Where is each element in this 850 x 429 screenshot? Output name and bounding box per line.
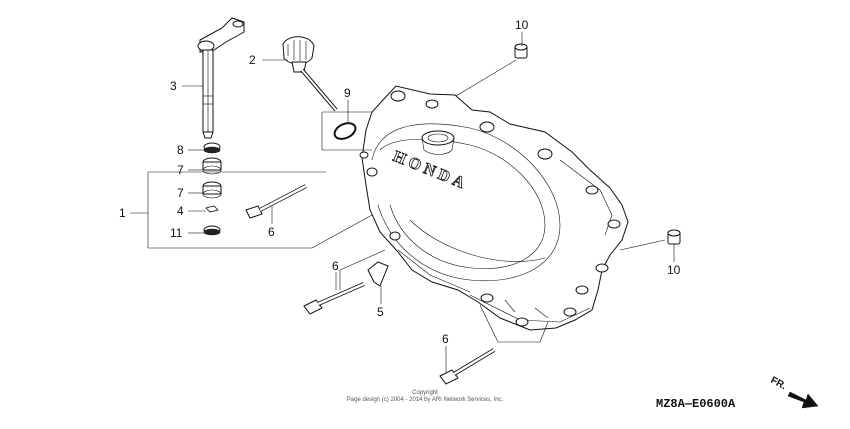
seal-stack: [202, 142, 222, 236]
callout-2: 2: [249, 53, 256, 67]
crankcase-cover: HONDA: [359, 85, 629, 331]
callouts: 10 2 3 9 8 7 7 1 4 11 6 6 5 10 6: [119, 18, 681, 346]
callout-1: 1: [119, 206, 126, 220]
assembly-lines: [148, 59, 666, 343]
front-direction-indicator: FR.: [769, 375, 819, 409]
callout-9: 9: [344, 86, 351, 100]
dowel-pin-lower: [667, 229, 681, 245]
copyright-notice: Page design (c) 2004 - 2014 by ARI Netwo…: [347, 397, 504, 403]
callout-10-upper: 10: [515, 18, 529, 32]
cable-clamp: [367, 261, 389, 287]
callout-10-lower: 10: [667, 263, 681, 277]
front-label: FR.: [769, 375, 789, 392]
callout-6-middle: 6: [332, 259, 339, 273]
callout-4: 4: [177, 204, 184, 218]
callout-7-upper: 7: [177, 163, 184, 177]
o-ring: [333, 122, 357, 140]
copyright-label: Copyright: [412, 390, 438, 396]
callout-8: 8: [177, 143, 184, 157]
oil-level-gauge: [282, 36, 338, 112]
arrow-icon: [787, 391, 819, 409]
callout-leaders: [130, 32, 675, 372]
callout-5: 5: [377, 305, 384, 319]
callout-6-left: 6: [268, 225, 275, 239]
callout-11: 11: [170, 226, 183, 240]
footer: Copyright Page design (c) 2004 - 2014 by…: [347, 375, 819, 411]
shift-spindle: [197, 17, 245, 139]
flange-bolt-middle: [303, 282, 365, 315]
dowel-pin-upper: [514, 43, 528, 59]
callout-7-lower: 7: [177, 186, 184, 200]
flange-bolt-upper: [245, 184, 307, 219]
diagram-code: MZ8A—E0600A: [656, 397, 736, 411]
callout-3: 3: [170, 79, 177, 93]
callout-6-bottom: 6: [442, 332, 449, 346]
flange-bolt-lower: [439, 348, 496, 385]
